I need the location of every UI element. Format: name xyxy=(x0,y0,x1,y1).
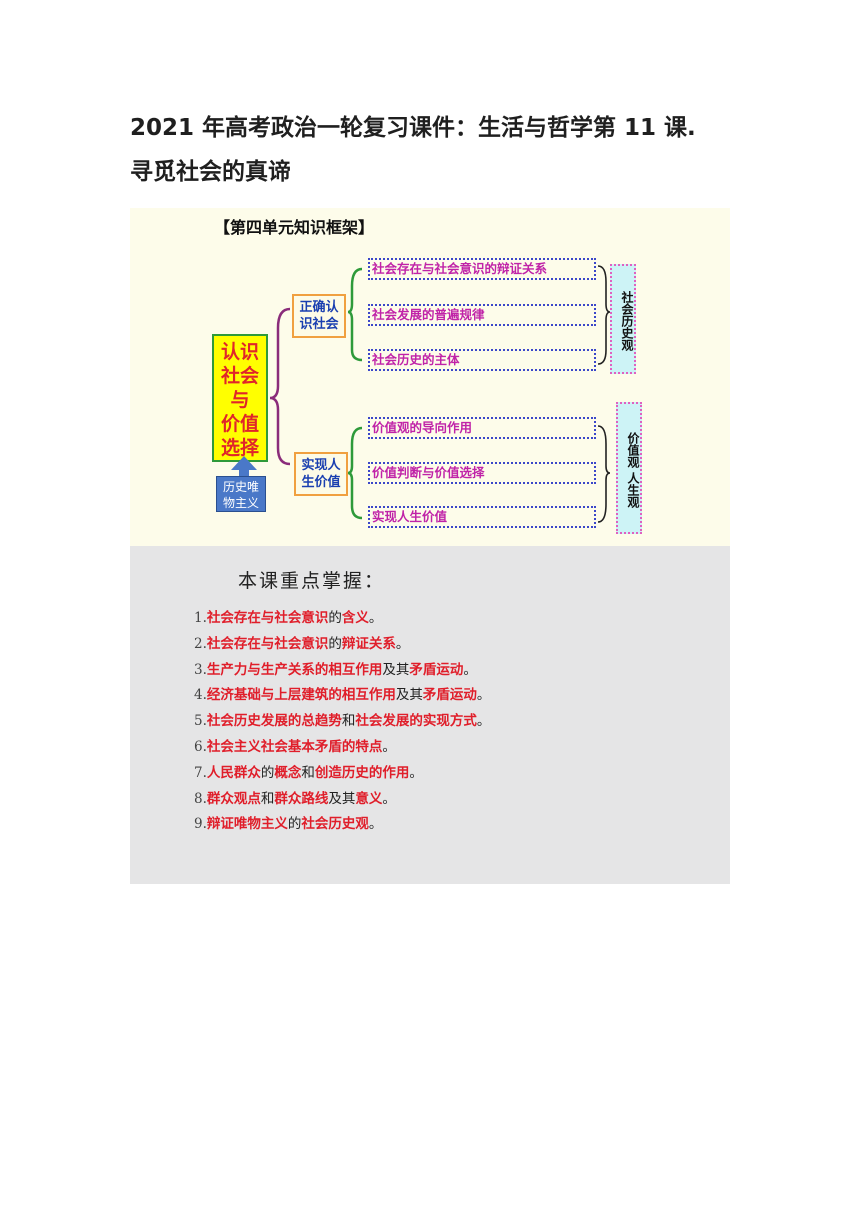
document-title-line-1: 2021 年高考政治一轮复习课件：生活与哲学第 11 课. xyxy=(130,115,696,141)
key-term: 含义 xyxy=(341,610,369,626)
connector-text: 的 xyxy=(260,764,275,781)
key-point-number: 8. xyxy=(194,790,207,807)
key-term: 人民群众 xyxy=(206,764,261,781)
key-point-item: 8.群众观点和群众路线及其意义。 xyxy=(194,789,490,815)
connector-text: 和 xyxy=(260,790,275,807)
key-point-number: 1. xyxy=(194,610,207,626)
key-point-item: 9.辩证唯物主义的社会历史观。 xyxy=(194,814,490,840)
key-term: 群众观点 xyxy=(206,790,261,807)
key-term: 意义 xyxy=(355,790,383,807)
key-point-number: 4. xyxy=(194,687,207,704)
key-point-number: 2. xyxy=(194,635,207,652)
key-term: 社会存在与社会意识 xyxy=(206,610,329,626)
knowledge-framework-diagram: 【第四单元知识框架】 认识 社会 与 价值 选择 历史唯 物主义 正确认 识社会… xyxy=(130,208,730,546)
key-point-item: 1.社会存在与社会意识的含义。 xyxy=(194,608,490,634)
branch-box-understand-society: 正确认 识社会 xyxy=(292,294,346,338)
connector-text: 及其 xyxy=(328,790,356,807)
key-term: 经济基础与上层建筑的相互作用 xyxy=(206,687,396,704)
key-term: 社会历史观 xyxy=(301,816,369,833)
connector-text: 的 xyxy=(328,635,342,652)
connector-text: 。 xyxy=(382,738,396,755)
key-points-panel: 本课重点掌握： 1.社会存在与社会意识的含义。2.社会存在与社会意识的辩证关系。… xyxy=(130,546,730,884)
key-point-number: 3. xyxy=(194,661,207,678)
connector-text: 。 xyxy=(476,687,491,704)
connector-text: 。 xyxy=(395,635,410,652)
key-term: 矛盾运动 xyxy=(422,687,477,704)
connector-text: 。 xyxy=(382,790,396,807)
key-term: 社会存在与社会意识 xyxy=(206,635,329,652)
leaf-item: 社会发展的普遍规律 xyxy=(368,304,596,326)
key-point-item: 7.人民群众的概念和创造历史的作用。 xyxy=(194,763,490,789)
foundation-box: 历史唯 物主义 xyxy=(216,476,266,512)
leaf-item: 价值观的导向作用 xyxy=(368,417,596,439)
branch-box-realize-value: 实现人 生价值 xyxy=(294,452,348,496)
connector-text: 及其 xyxy=(382,661,410,678)
key-points-list: 1.社会存在与社会意识的含义。2.社会存在与社会意识的辩证关系。3.生产力与生产… xyxy=(194,608,490,840)
branch-brace-2 xyxy=(347,426,363,520)
key-point-item: 3.生产力与生产关系的相互作用及其矛盾运动。 xyxy=(194,660,490,686)
main-topic-box: 认识 社会 与 价值 选择 xyxy=(212,334,268,462)
right-brace-2 xyxy=(597,425,611,523)
connector-text: 的 xyxy=(287,816,302,833)
key-point-item: 2.社会存在与社会意识的辩证关系。 xyxy=(194,634,490,660)
up-arrow-icon xyxy=(231,456,257,470)
leaf-item: 实现人生价值 xyxy=(368,506,596,528)
document-title: 2021 年高考政治一轮复习课件：生活与哲学第 11 课. 寻觅社会的真谛 xyxy=(130,106,750,194)
framework-heading: 【第四单元知识框架】 xyxy=(214,218,375,237)
connector-text: 。 xyxy=(368,816,383,833)
connector-text: 。 xyxy=(476,713,491,730)
key-term: 辩证关系 xyxy=(341,635,396,652)
connector-text: 。 xyxy=(368,610,383,626)
connector-text: 和 xyxy=(301,764,315,781)
key-term: 群众路线 xyxy=(274,790,329,807)
connector-text: 的 xyxy=(328,610,342,626)
key-term: 矛盾运动 xyxy=(409,661,464,678)
key-point-item: 5.社会历史发展的总趋势和社会发展的实现方式。 xyxy=(194,711,490,737)
key-term: 社会历史发展的总趋势 xyxy=(206,713,342,730)
side-label-social-history-view: 社会历史观 xyxy=(610,264,636,374)
key-points-title: 本课重点掌握： xyxy=(238,570,386,592)
key-term: 社会发展的实现方式 xyxy=(355,713,477,730)
connector-text: 及其 xyxy=(395,687,423,704)
key-term: 概念 xyxy=(274,764,302,781)
key-point-number: 9. xyxy=(194,816,207,833)
side-label-values-life-view: 价值观 人生观 xyxy=(616,402,642,534)
key-term: 创造历史的作用 xyxy=(314,764,410,781)
key-point-number: 7. xyxy=(194,764,207,781)
connector-text: 和 xyxy=(341,713,356,730)
branch-brace-1 xyxy=(347,267,363,362)
main-brace xyxy=(269,307,291,466)
document-title-line-2: 寻觅社会的真谛 xyxy=(130,159,291,185)
key-point-item: 6.社会主义社会基本矛盾的特点。 xyxy=(194,737,490,763)
right-brace-1 xyxy=(597,265,611,365)
connector-text: 。 xyxy=(409,764,423,781)
leaf-item: 价值判断与价值选择 xyxy=(368,462,596,484)
key-point-number: 6. xyxy=(194,738,207,755)
leaf-item: 社会历史的主体 xyxy=(368,349,596,371)
up-arrow-shaft xyxy=(239,469,249,477)
key-point-item: 4.经济基础与上层建筑的相互作用及其矛盾运动。 xyxy=(194,685,490,711)
leaf-item: 社会存在与社会意识的辩证关系 xyxy=(368,258,596,280)
key-point-number: 5. xyxy=(194,713,207,730)
key-term: 社会主义社会基本矛盾的特点 xyxy=(206,738,383,755)
key-term: 辩证唯物主义 xyxy=(206,816,288,833)
key-term: 生产力与生产关系的相互作用 xyxy=(206,661,383,678)
connector-text: 。 xyxy=(463,661,477,678)
